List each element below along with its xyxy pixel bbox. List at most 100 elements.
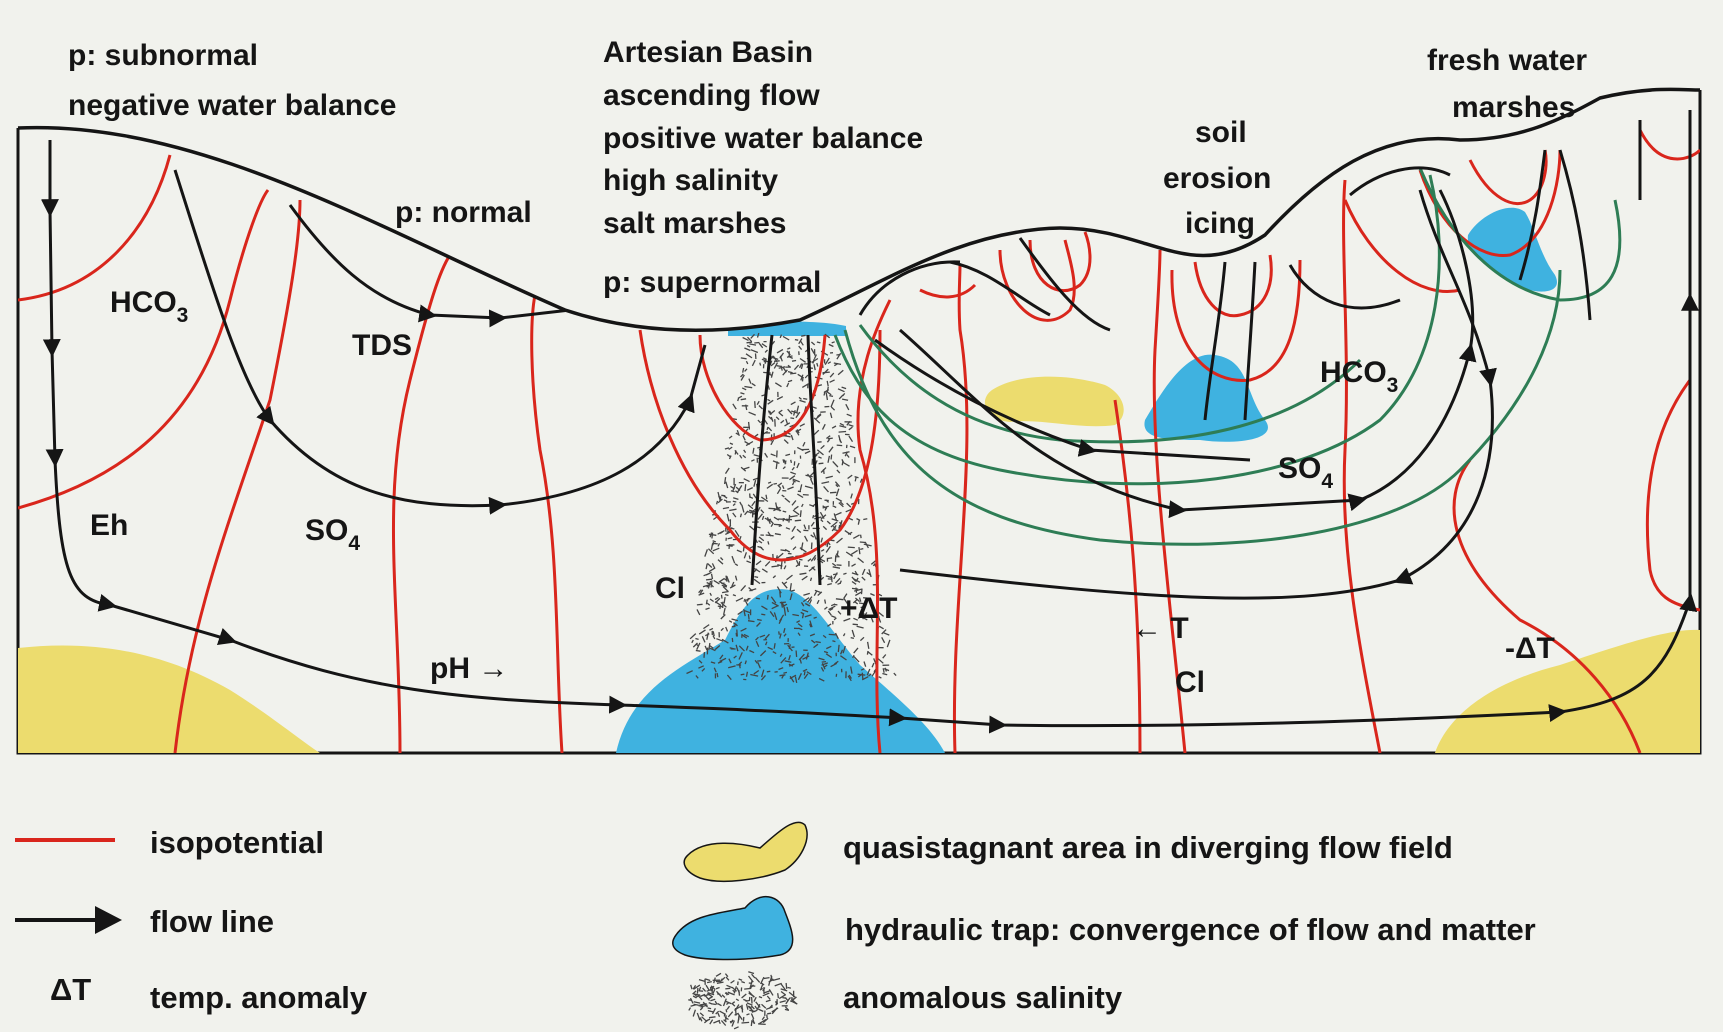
salinity-stipple-mark xyxy=(709,628,713,630)
salinity-stipple-mark xyxy=(747,342,753,343)
salinity-stipple-mark xyxy=(771,523,773,527)
salinity-stipple-mark xyxy=(829,344,834,346)
salinity-stipple-mark xyxy=(752,383,756,385)
salinity-stipple-mark xyxy=(821,550,824,552)
salinity-stipple-mark xyxy=(712,533,713,539)
salinity-stipple-mark xyxy=(744,348,750,351)
salinity-stipple-mark xyxy=(793,510,799,515)
salinity-stipple-mark xyxy=(837,445,843,446)
salinity-stipple-mark xyxy=(827,381,828,386)
salinity-stipple-mark xyxy=(740,665,741,669)
salinity-stipple-mark xyxy=(767,996,770,999)
salinity-stipple-mark xyxy=(817,363,818,366)
legend-isopotential-label: isopotential xyxy=(150,825,324,860)
salinity-stipple-mark xyxy=(777,488,780,494)
salinity-stipple-mark xyxy=(722,595,723,599)
salinity-stipple-mark xyxy=(749,344,756,345)
salinity-stipple-mark xyxy=(724,999,727,1006)
salinity-stipple-mark xyxy=(766,1000,771,1002)
salinity-stipple-mark xyxy=(765,350,767,352)
salinity-stipple-mark xyxy=(716,973,721,976)
salinity-stipple-mark xyxy=(792,361,796,362)
salinity-stipple-mark xyxy=(800,484,802,491)
salinity-stipple-mark xyxy=(831,576,832,583)
quasistagnant-area-left xyxy=(18,645,320,753)
salinity-stipple-mark xyxy=(721,558,723,561)
salinity-stipple-mark xyxy=(791,590,795,591)
salinity-stipple-mark xyxy=(727,1006,729,1009)
salinity-stipple-mark xyxy=(768,595,769,600)
salinity-stipple-mark xyxy=(775,383,781,387)
salinity-stipple-mark xyxy=(859,547,860,554)
salinity-stipple-mark xyxy=(747,561,751,563)
salinity-stipple-mark xyxy=(879,677,882,678)
salinity-stipple-mark xyxy=(717,673,718,677)
salinity-stipple-mark xyxy=(783,467,785,469)
isopotential-lines xyxy=(18,130,1700,753)
salinity-stipple-mark xyxy=(835,513,841,516)
label-cl-center: Cl xyxy=(655,572,685,605)
salinity-stipple-mark xyxy=(832,641,835,642)
salinity-stipple-mark xyxy=(760,363,761,366)
salinity-stipple-mark xyxy=(702,636,705,642)
salinity-stipple-mark xyxy=(707,603,710,605)
salinity-stipple-mark xyxy=(740,393,744,394)
salinity-stipple-mark xyxy=(849,436,853,442)
annotation-p-supernormal: p: supernormal xyxy=(603,266,821,299)
salinity-stipple-mark xyxy=(811,535,814,537)
salinity-stipple-mark xyxy=(691,1005,696,1007)
salinity-stipple-mark xyxy=(779,631,780,634)
salinity-stipple-mark xyxy=(739,979,743,980)
salinity-stipple-mark xyxy=(734,1027,739,1029)
salinity-stipple-mark xyxy=(862,569,865,575)
salinity-stipple-mark xyxy=(744,479,750,482)
salinity-stipple-mark xyxy=(697,1013,700,1020)
legend-delta-t-symbol: ΔT xyxy=(50,972,91,1007)
salinity-stipple-mark xyxy=(768,400,774,404)
salinity-stipple-mark xyxy=(833,567,840,568)
salinity-stipple-mark xyxy=(828,438,833,439)
label-cl-right: Cl xyxy=(1175,666,1205,699)
salinity-stipple-mark xyxy=(730,443,733,444)
salinity-stipple-mark xyxy=(733,504,735,506)
salinity-stipple-mark xyxy=(692,640,694,643)
salinity-stipple-mark xyxy=(813,359,814,363)
salinity-stipple-mark xyxy=(852,582,856,585)
salinity-stipple-mark xyxy=(707,563,711,567)
isopotential-line xyxy=(1647,380,1700,610)
salinity-stipple-mark xyxy=(755,401,756,408)
salinity-stipple-mark xyxy=(739,990,740,996)
salinity-stipple-mark xyxy=(724,597,725,603)
salinity-stipple-mark xyxy=(728,538,733,539)
salinity-stipple-mark xyxy=(758,1024,766,1025)
salinity-stipple-mark xyxy=(727,514,729,522)
salinity-stipple-mark xyxy=(784,440,788,444)
salinity-stipple-mark xyxy=(781,992,785,995)
salinity-stipple-mark xyxy=(826,546,830,552)
salinity-stipple-mark xyxy=(746,1001,750,1002)
salinity-stipple-mark xyxy=(743,455,746,457)
salinity-stipple-mark xyxy=(771,363,775,366)
salinity-stipple-mark xyxy=(750,526,755,530)
salinity-stipple-mark xyxy=(885,668,886,672)
salinity-stipple-mark xyxy=(794,365,798,370)
salinity-stipple-mark xyxy=(830,373,834,377)
salinity-stipple-mark xyxy=(844,633,845,636)
salinity-stipple-mark xyxy=(800,424,805,427)
salinity-stipple-mark xyxy=(736,999,739,1001)
salinity-stipple-mark xyxy=(837,470,840,473)
salinity-stipple-mark xyxy=(762,569,767,572)
salinity-stipple-mark xyxy=(700,1007,703,1010)
salinity-stipple-mark xyxy=(710,999,715,1000)
salinity-stipple-mark xyxy=(783,511,787,512)
salinity-stipple-mark xyxy=(868,652,873,656)
salinity-stipple-mark xyxy=(729,544,730,549)
salinity-stipple-mark xyxy=(792,467,794,470)
salinity-stipple-mark xyxy=(729,509,736,510)
salinity-stipple-mark xyxy=(790,472,796,474)
salinity-stipple-mark xyxy=(828,456,829,463)
salinity-stipple-mark xyxy=(712,1004,716,1005)
salinity-stipple-mark xyxy=(839,432,847,433)
salinity-stipple-mark xyxy=(782,495,785,497)
salinity-stipple-mark xyxy=(832,426,836,428)
